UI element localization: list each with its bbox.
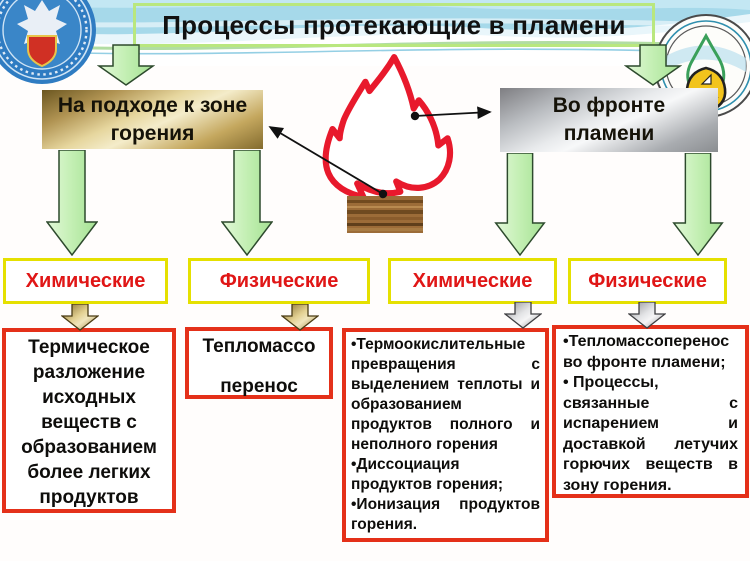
wood-log-icon bbox=[347, 196, 423, 233]
slide-title: Процессы протекающие в пламени bbox=[162, 9, 626, 40]
university-emblem-icon bbox=[0, 0, 96, 84]
detail-text: Термическое разложение исходных веществ … bbox=[21, 337, 157, 508]
detail-text: •Тепломассоперенос во фронте пламени; bbox=[563, 333, 730, 371]
detail-box-flame-front-processes: •Тепломассоперенос во фронте пламени; • … bbox=[552, 325, 749, 498]
detail-text: •Термоокислительные превращения с выделе… bbox=[351, 336, 540, 453]
type-box-physical-1: Физические bbox=[188, 258, 370, 304]
type-box-label: Химические bbox=[25, 269, 146, 292]
green-down-arrow-icon bbox=[221, 150, 273, 256]
type-box-chemical-1: Химические bbox=[3, 258, 168, 304]
phase-box-approach-zone: На подходе к зоне горения bbox=[42, 90, 263, 149]
silver-down-arrow-icon bbox=[504, 302, 542, 329]
gold-down-arrow-icon bbox=[281, 304, 319, 331]
green-down-arrow-icon bbox=[494, 153, 546, 256]
detail-box-heat-mass-transfer: Тепломассо перенос bbox=[185, 327, 333, 399]
green-down-arrow-icon bbox=[672, 153, 724, 256]
phase-box-label: На подходе к зоне горения bbox=[57, 93, 248, 145]
detail-box-thermal-decomposition: Термическое разложение исходных веществ … bbox=[2, 328, 176, 513]
green-down-arrow-icon bbox=[46, 150, 98, 256]
detail-text: перенос bbox=[220, 376, 298, 397]
detail-text: связанные с испарением и доставкой летуч… bbox=[563, 394, 738, 494]
flame-icon bbox=[322, 54, 454, 200]
type-box-label: Химические bbox=[412, 269, 533, 292]
green-down-arrow-icon bbox=[624, 44, 682, 86]
type-box-chemical-2: Химические bbox=[388, 258, 557, 304]
type-box-label: Физические bbox=[588, 269, 707, 292]
green-down-arrow-icon bbox=[97, 44, 155, 86]
detail-box-thermo-oxidative: •Термоокислительные превращения с выделе… bbox=[342, 328, 549, 542]
phase-box-label: Во фронте пламени bbox=[552, 94, 666, 145]
detail-text: Тепломассо bbox=[202, 336, 316, 357]
type-box-label: Физические bbox=[219, 269, 339, 292]
slide-title-box: Процессы протекающие в пламени bbox=[133, 3, 655, 47]
phase-box-flame-front: Во фронте пламени bbox=[500, 88, 718, 152]
silver-down-arrow-icon bbox=[628, 302, 666, 329]
gold-down-arrow-icon bbox=[61, 304, 99, 331]
detail-text: •Ионизация продуктов горения. bbox=[351, 496, 540, 533]
type-box-physical-2: Физические bbox=[568, 258, 727, 304]
detail-text: • Процессы, bbox=[563, 374, 659, 391]
detail-text: •Диссоциация продуктов горения; bbox=[351, 456, 504, 493]
